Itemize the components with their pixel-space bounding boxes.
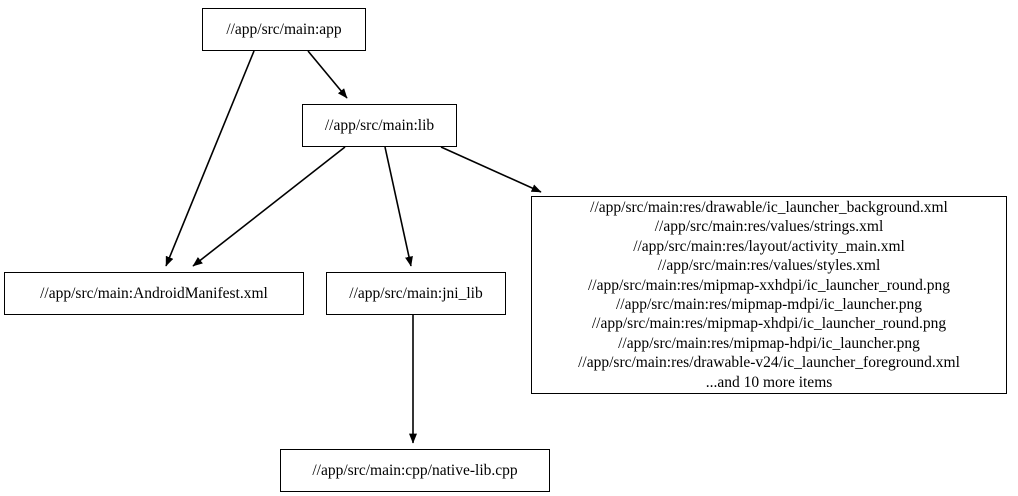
node-android-manifest[interactable]: //app/src/main:AndroidManifest.xml	[4, 272, 304, 315]
node-res-collection-label: //app/src/main:res/drawable/ic_launcher_…	[578, 198, 960, 391]
node-app-label: //app/src/main:app	[226, 20, 342, 38]
node-jni-lib[interactable]: //app/src/main:jni_lib	[326, 272, 506, 315]
node-native-lib-cpp[interactable]: //app/src/main:cpp/native-lib.cpp	[280, 449, 550, 492]
node-jni-lib-label: //app/src/main:jni_lib	[349, 284, 483, 302]
node-res-collection[interactable]: //app/src/main:res/drawable/ic_launcher_…	[531, 196, 1007, 394]
node-app[interactable]: //app/src/main:app	[202, 8, 366, 51]
node-native-lib-cpp-label: //app/src/main:cpp/native-lib.cpp	[312, 461, 518, 479]
edge-app-to-manifest	[165, 50, 255, 267]
node-lib-label: //app/src/main:lib	[324, 116, 435, 134]
edge-lib-to-res	[440, 146, 542, 193]
node-lib[interactable]: //app/src/main:lib	[302, 104, 457, 147]
node-android-manifest-label: //app/src/main:AndroidManifest.xml	[40, 284, 268, 302]
edge-app-to-lib	[307, 50, 348, 99]
edge-lib-to-jni	[384, 146, 413, 267]
edge-lib-to-manifest	[192, 146, 346, 267]
